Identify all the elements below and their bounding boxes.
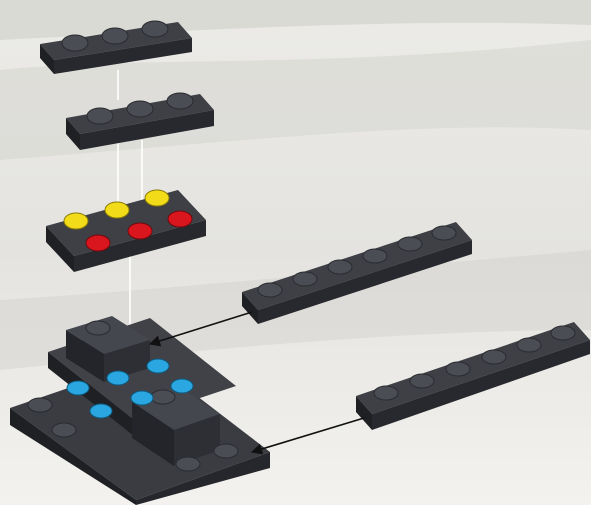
plate-1x3-middle (66, 92, 214, 150)
arrow-to-base-upper (148, 311, 253, 347)
stud (61, 20, 169, 52)
stud-blue (66, 358, 194, 419)
stud (257, 225, 457, 298)
base-assembly (10, 316, 270, 505)
arrow-to-base-lower (250, 417, 365, 455)
plate-1x3-top (40, 20, 192, 74)
stud (373, 325, 576, 401)
stud-yellow (63, 189, 170, 230)
stud-red (85, 210, 193, 252)
arrows (148, 311, 365, 455)
stud (86, 92, 194, 125)
plate-1x6-lower (356, 322, 590, 430)
plate-1x6-upper (242, 222, 472, 324)
stud (27, 320, 239, 472)
plate-2x3-colored-studs (46, 189, 206, 272)
